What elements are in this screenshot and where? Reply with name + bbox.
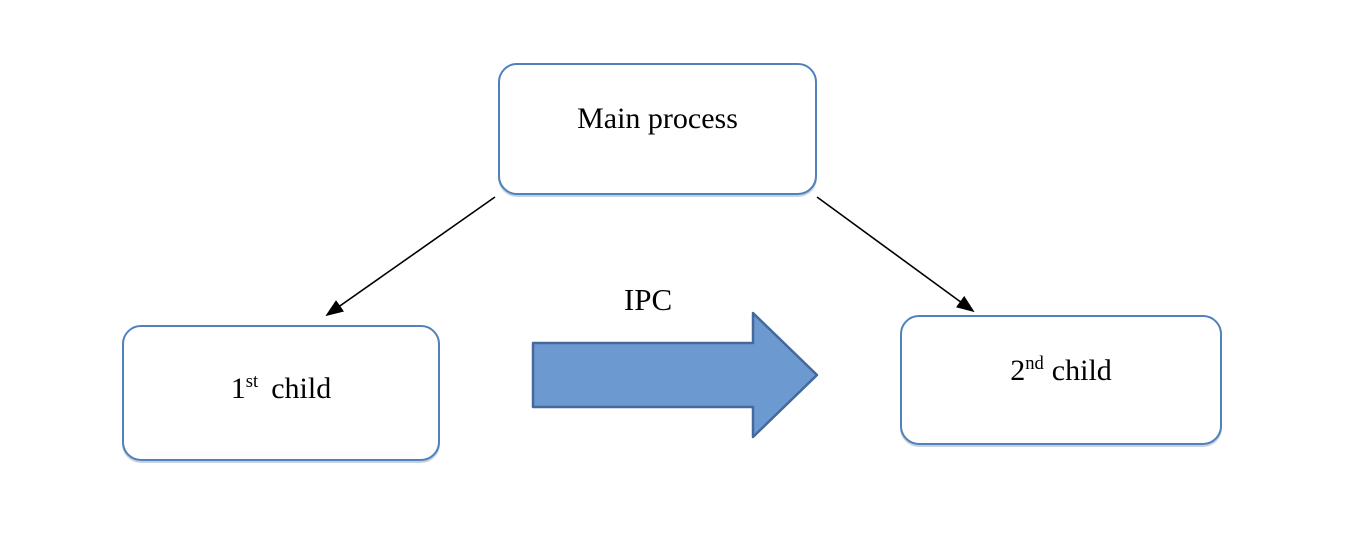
first-child-word: child: [271, 372, 332, 405]
second-child-word: child: [1051, 354, 1112, 387]
second-child-number: 2: [1010, 354, 1026, 387]
connector-main-to-first-child: [325, 196, 496, 317]
ipc-label: IPC: [623, 282, 673, 317]
ipc-block-arrow-icon: [531, 311, 819, 439]
first-child-ordinal: st: [245, 371, 259, 392]
main-process-label: Main process: [577, 102, 738, 135]
first-child-number: 1: [230, 372, 246, 405]
main-process-node: Main process: [498, 63, 817, 195]
connector-main-to-second-child: [816, 196, 975, 313]
second-child-ordinal: nd: [1025, 353, 1044, 374]
